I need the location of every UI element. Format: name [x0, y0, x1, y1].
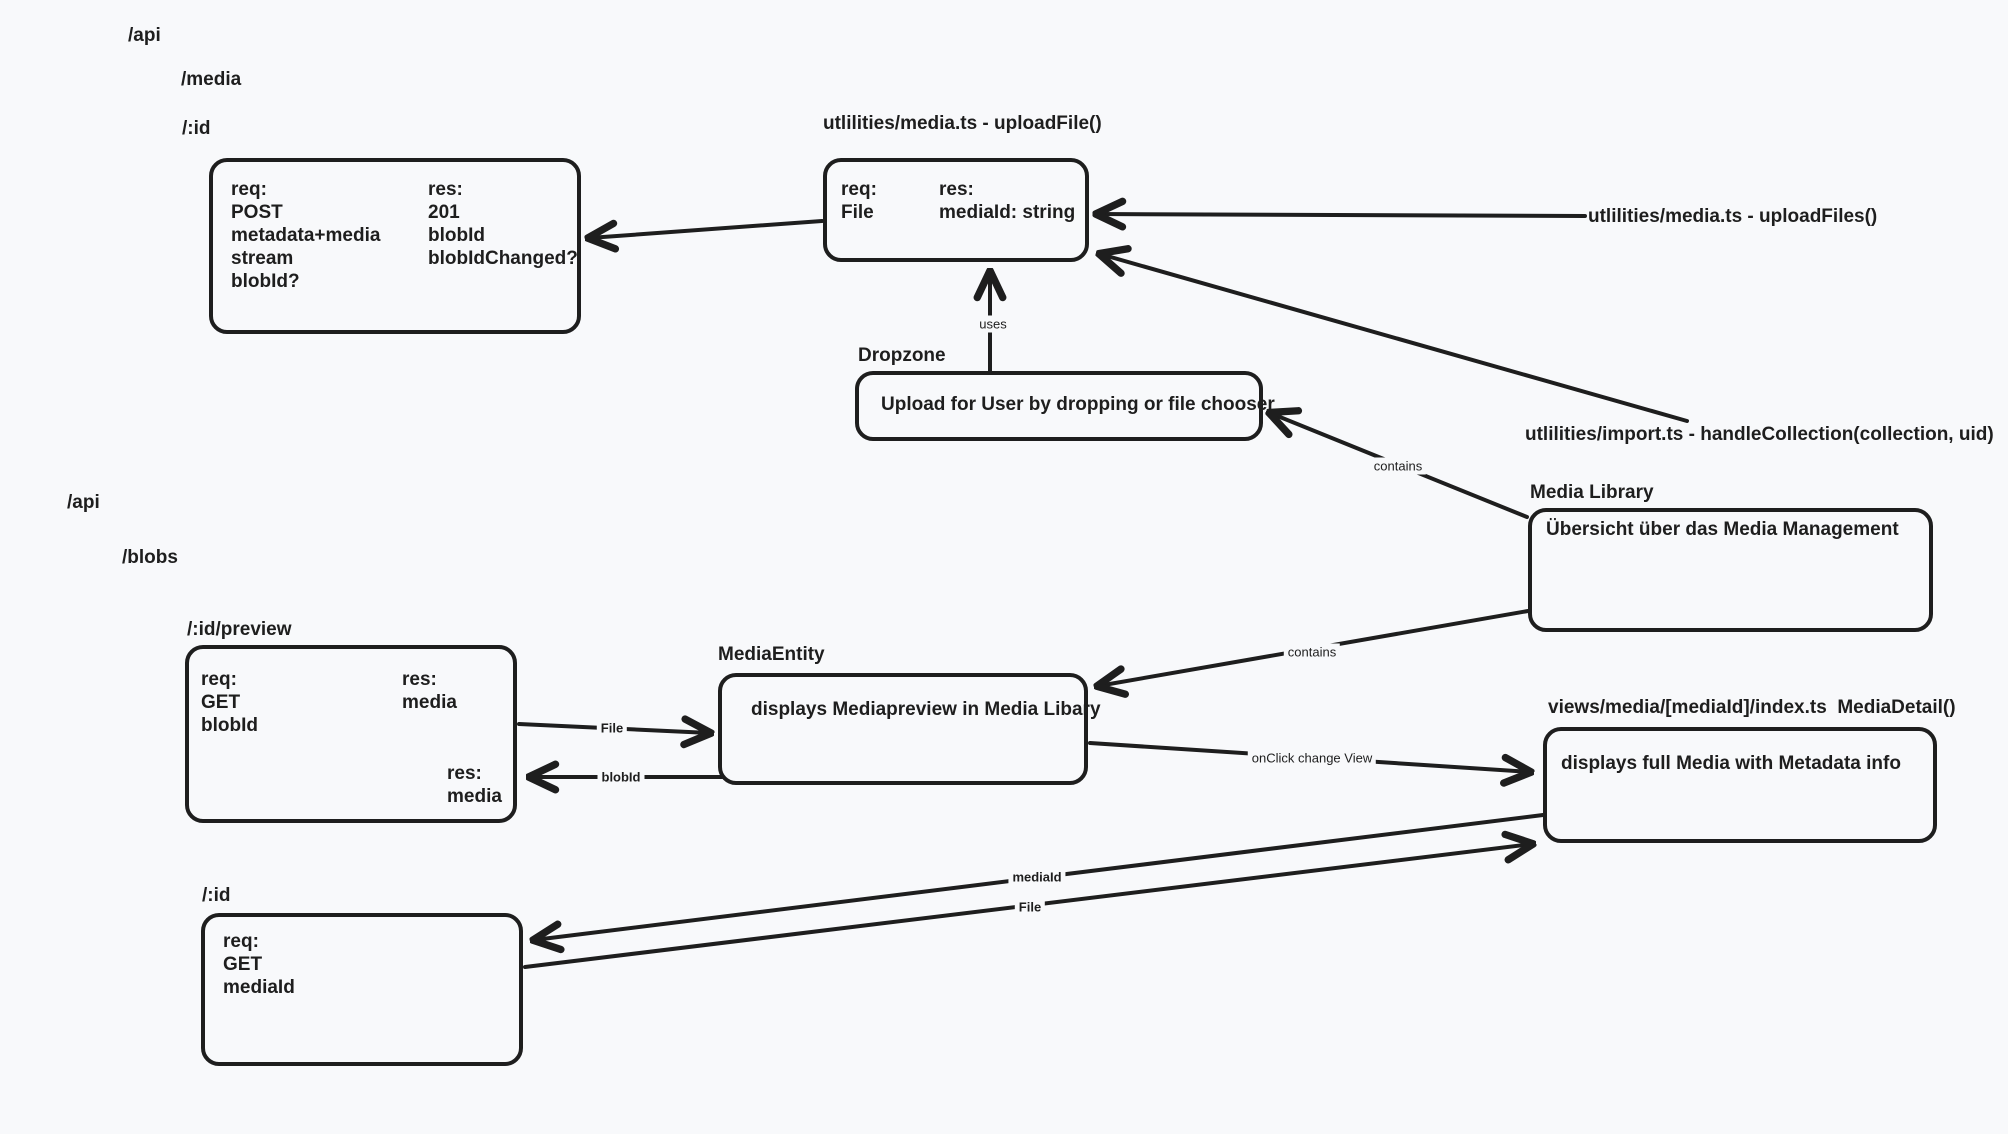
route-label-media: /media: [181, 69, 242, 90]
node-req-spec: req: GET blobId: [201, 669, 258, 736]
arrow-label-contains-entity: contains: [1283, 643, 1341, 661]
route-label-blobs: /blobs: [122, 547, 178, 568]
arrow-importts-to-uploadfile: [1100, 254, 1689, 423]
route-label-api-mid: /api: [67, 492, 100, 513]
node-mediadetail: displays full Media with Metadata info: [1543, 727, 1937, 843]
title-media-library: Media Library: [1530, 482, 1654, 503]
node-text: displays full Media with Metadata info: [1561, 753, 1901, 774]
node-req-spec: req: POST metadata+media stream blobId?: [231, 179, 381, 292]
node-text: displays Mediapreview in Media Libary: [751, 699, 1101, 720]
node-media-library: Übersicht über das Media Management: [1528, 508, 1933, 632]
arrow-label-blobid: blobId: [597, 768, 645, 786]
node-uploadfile: req: File res: mediaId: string: [823, 158, 1089, 262]
node-text: Upload for User by dropping or file choo…: [881, 394, 1275, 415]
node-post-media-endpoint: req: POST metadata+media stream blobId? …: [209, 158, 581, 334]
route-label-api-top: /api: [128, 25, 161, 46]
node-res-spec: res: mediaId: string: [939, 179, 1076, 223]
arrow-uploadfiles-to-uploadfile: [1097, 214, 1587, 216]
title-uploadfile: utlilities/media.ts - uploadFile(): [823, 113, 1102, 134]
title-dropzone: Dropzone: [858, 345, 946, 366]
arrow-label-contains-dropzone: contains: [1369, 457, 1427, 475]
node-blob-preview-endpoint: req: GET blobId res: media res: media: [185, 645, 517, 823]
arrow-uploadfile-to-postmedia: [589, 219, 824, 238]
node-mediaentity: displays Mediapreview in Media Libary: [718, 673, 1101, 785]
node-res-spec: res: media: [402, 669, 457, 713]
node-res2-spec: res: media: [447, 763, 502, 807]
node-req-spec: req: File: [841, 179, 877, 223]
node-dropzone: Upload for User by dropping or file choo…: [855, 371, 1275, 441]
title-handlecollection: utlilities/import.ts - handleCollection(…: [1525, 424, 1994, 445]
title-mediaentity: MediaEntity: [718, 644, 825, 665]
arrow-label-file-preview: File: [596, 719, 628, 737]
arrow-label-onclick: onClick change View: [1247, 749, 1377, 767]
arrow-label-mediaid: mediaId: [1008, 868, 1066, 886]
route-label-id-bottom: /:id: [202, 885, 231, 906]
node-text: Übersicht über das Media Management: [1546, 519, 1899, 540]
title-mediadetail: views/media/[mediaId]/index.ts MediaDeta…: [1548, 697, 1956, 718]
route-label-id-top: /:id: [182, 118, 211, 139]
route-label-id-preview: /:id/preview: [187, 619, 292, 640]
node-req-spec: req: GET mediaId: [223, 931, 295, 998]
arrow-label-file-detail: File: [1014, 898, 1046, 916]
title-uploadfiles: utlilities/media.ts - uploadFiles(): [1588, 206, 1878, 227]
node-res-spec: res: 201 blobId blobIdChanged?: [428, 179, 578, 269]
arrow-label-uses: uses: [975, 315, 1011, 333]
node-blob-id-endpoint: req: GET mediaId: [201, 913, 523, 1066]
